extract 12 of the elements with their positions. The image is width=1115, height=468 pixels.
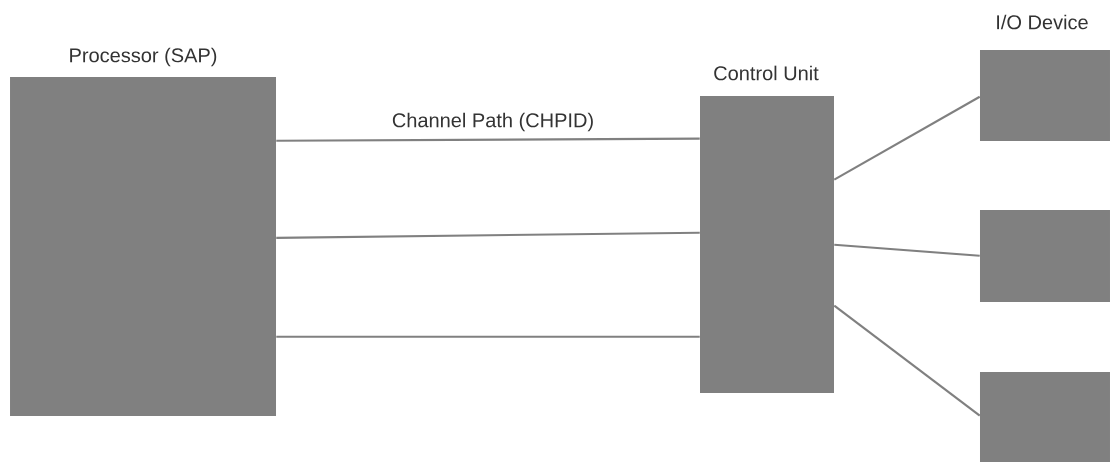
box-heading: Processor (SAP) [70,47,217,67]
connector-line [276,137,700,142]
connector-line [276,231,700,239]
box-heading: I/O Device [997,14,1088,30]
connector-line [834,243,980,257]
connector-line [833,304,981,417]
connector-line [833,95,981,181]
box-heading: Control Unit [714,65,819,81]
edge-label: Channel Path (CHPID) [390,111,596,133]
device-box [980,372,1110,462]
device-box [980,210,1110,302]
connector-line [276,335,700,338]
